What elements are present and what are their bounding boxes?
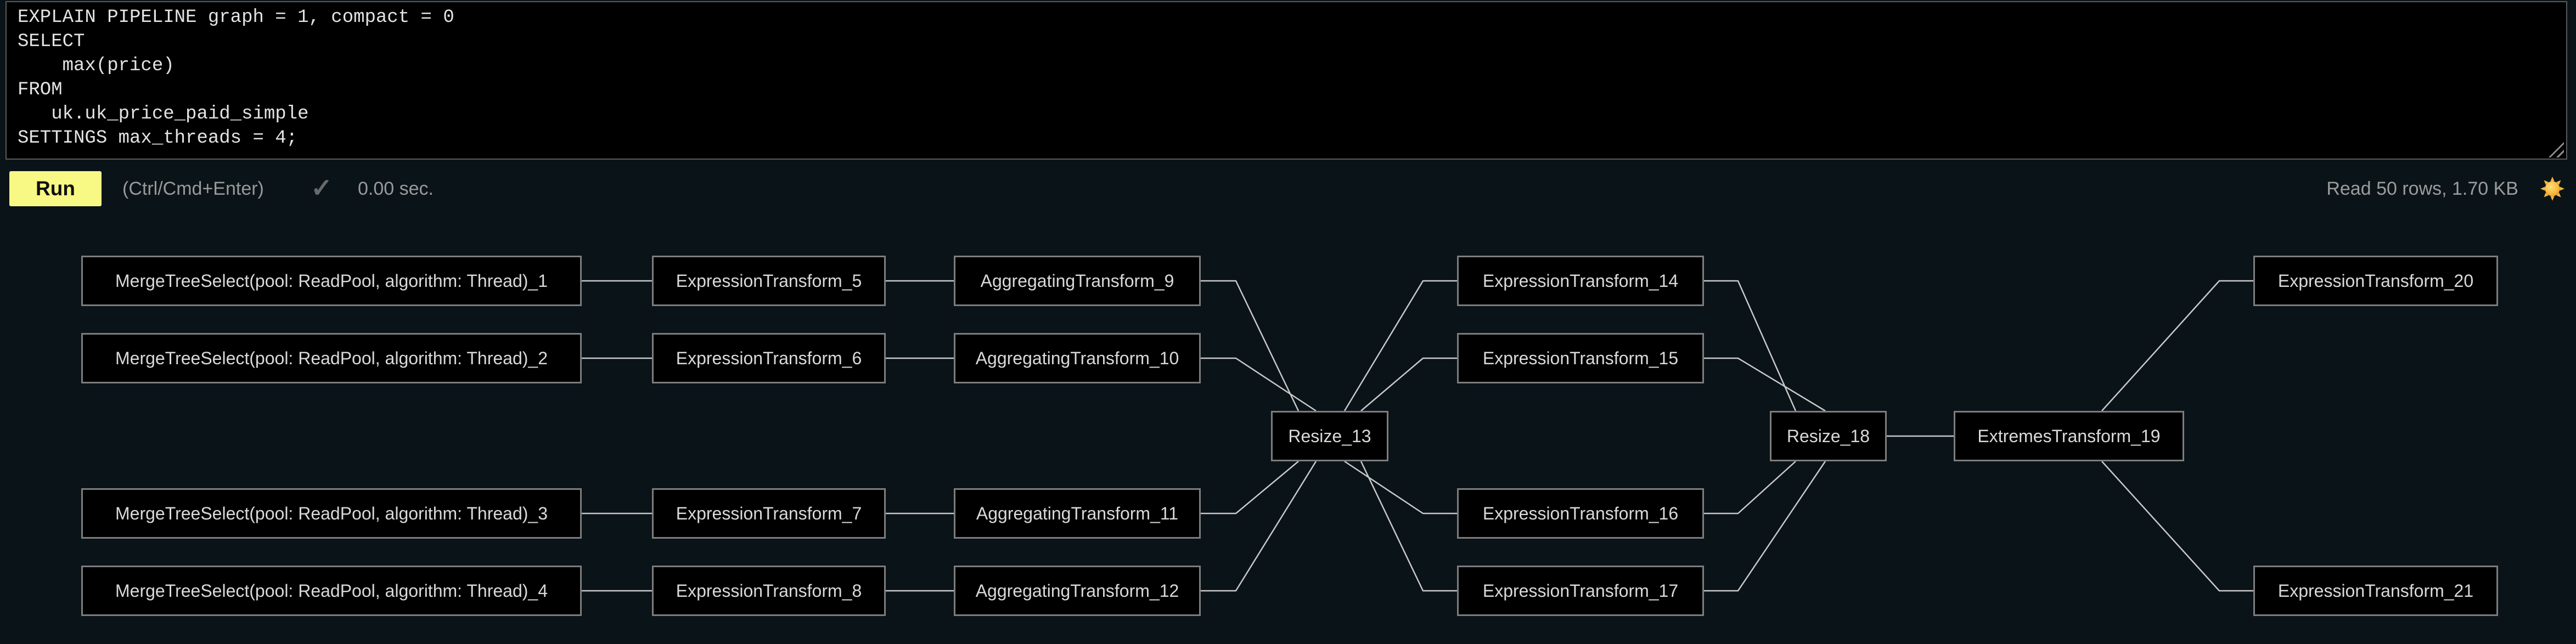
pipeline-edge [1201,280,1300,411]
pipeline-node-et21: ExpressionTransform_21 [2253,566,2498,616]
pipeline-edge [2101,461,2253,592]
pipeline-edge [1704,280,1797,411]
pipeline-node-et5: ExpressionTransform_5 [652,256,886,306]
pipeline-edge [1201,461,1299,515]
pipeline-node-et17: ExpressionTransform_17 [1457,566,1704,616]
pipeline-node-ext19: ExtremesTransform_19 [1954,411,2184,461]
success-check-icon: ✓ [311,174,333,203]
pipeline-node-et14: ExpressionTransform_14 [1457,256,1704,306]
pipeline-edge [1704,357,1826,412]
read-stats: Read 50 rows, 1.70 KB [2326,178,2518,199]
pipeline-edge [1360,357,1457,411]
pipeline-node-r18: Resize_18 [1770,411,1887,461]
pipeline-edge [1201,357,1317,412]
pipeline-edge [1201,461,1317,592]
pipeline-node-r13: Resize_13 [1271,411,1388,461]
pipeline-node-et15: ExpressionTransform_15 [1457,333,1704,383]
run-shortcut-hint: (Ctrl/Cmd+Enter) [122,178,264,199]
pipeline-edge [2101,280,2253,411]
pipeline-node-mts1: MergeTreeSelect(pool: ReadPool, algorith… [81,256,582,306]
pipeline-node-et7: ExpressionTransform_7 [652,488,886,539]
pipeline-edge [1360,461,1457,592]
pipeline-node-mts4: MergeTreeSelect(pool: ReadPool, algorith… [81,566,582,616]
run-button[interactable]: Run [9,171,102,206]
pipeline-node-at12: AggregatingTransform_12 [954,566,1201,616]
pipeline-node-et16: ExpressionTransform_16 [1457,488,1704,539]
sql-editor[interactable]: EXPLAIN PIPELINE graph = 1, compact = 0 … [5,1,2567,160]
pipeline-node-at11: AggregatingTransform_11 [954,488,1201,539]
pipeline-edge [1704,461,1826,592]
pipeline-edge [1343,280,1457,411]
pipeline-node-et6: ExpressionTransform_6 [652,333,886,383]
pipeline-node-at9: AggregatingTransform_9 [954,256,1201,306]
pipeline-edge [1704,461,1796,515]
pipeline-node-et20: ExpressionTransform_20 [2253,256,2498,306]
toolbar: Run (Ctrl/Cmd+Enter) ✓ 0.00 sec. Read 50… [0,171,2576,206]
pipeline-node-mts2: MergeTreeSelect(pool: ReadPool, algorith… [81,333,582,383]
pipeline-edge [1344,460,1457,515]
pipeline-node-mts3: MergeTreeSelect(pool: ReadPool, algorith… [81,488,582,539]
pipeline-node-at10: AggregatingTransform_10 [954,333,1201,383]
pipeline-node-et8: ExpressionTransform_8 [652,566,886,616]
elapsed-time: 0.00 sec. [358,178,434,199]
theme-toggle-sun-icon[interactable] [2540,176,2565,201]
